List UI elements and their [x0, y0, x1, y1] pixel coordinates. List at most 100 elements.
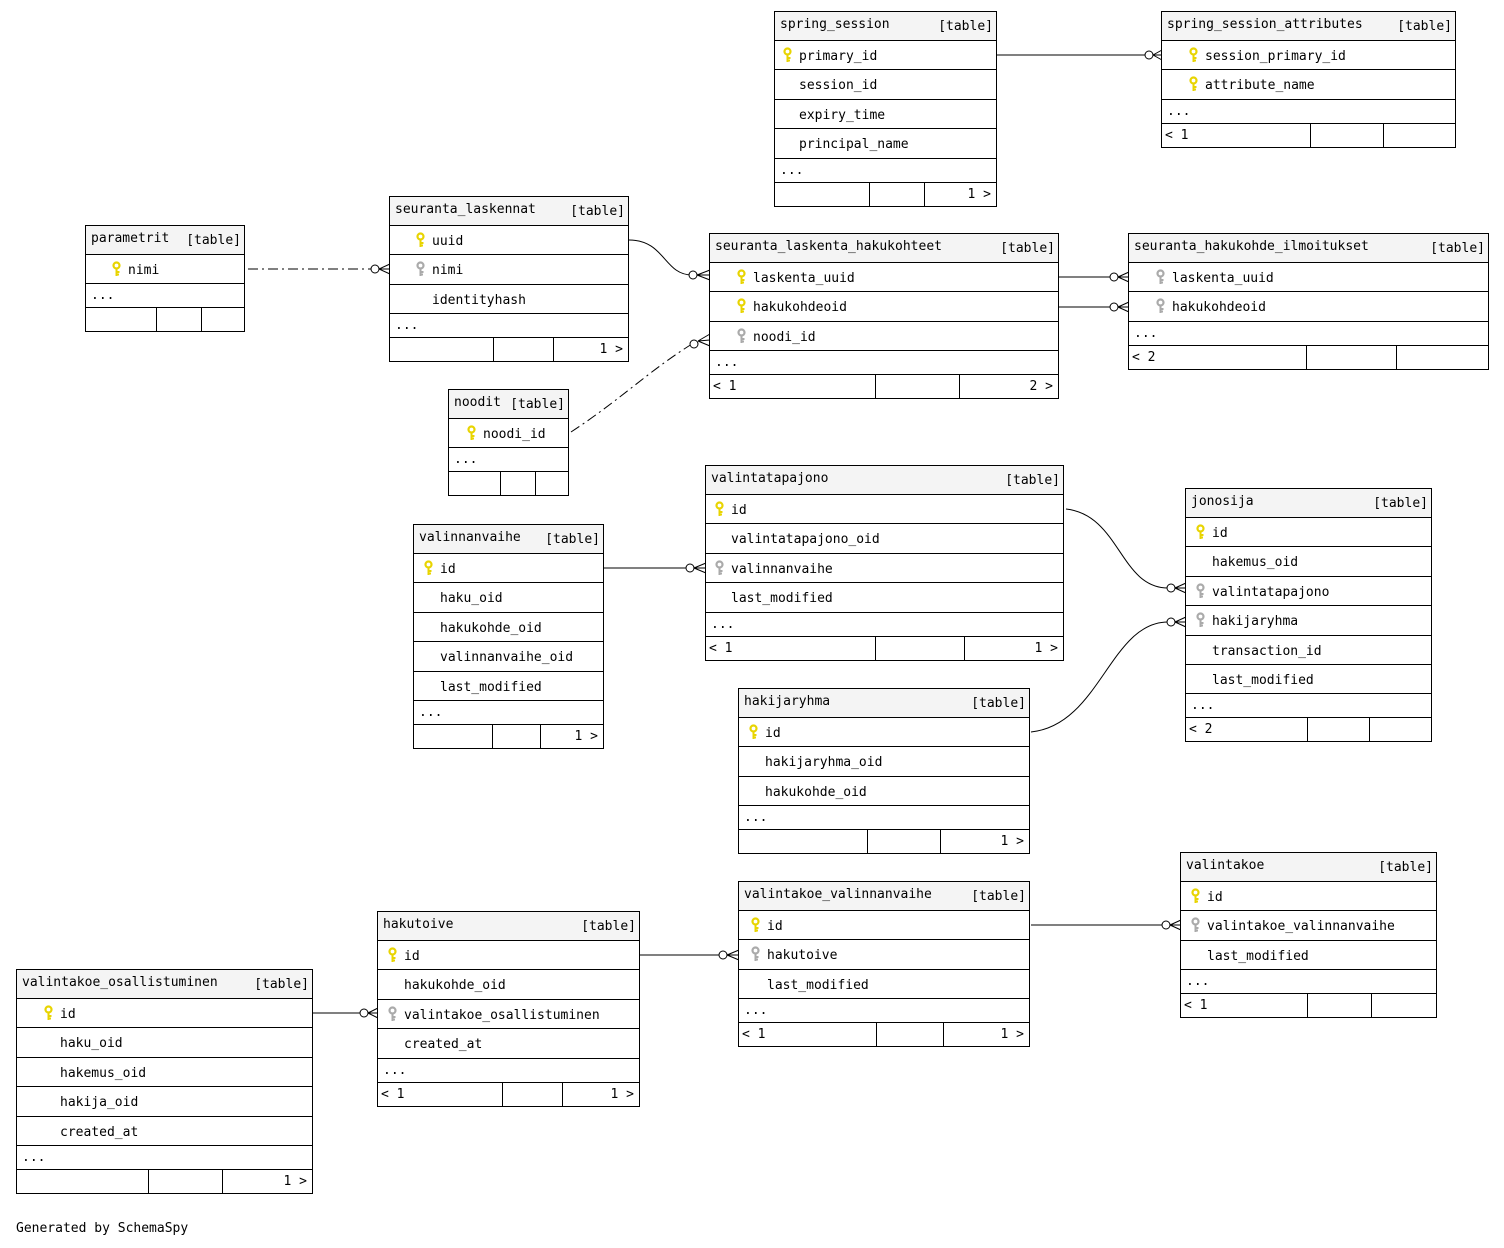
parents-count[interactable]: < 1 [1184, 998, 1208, 1014]
table-column-row[interactable]: noodi_id [449, 419, 568, 449]
table-name[interactable]: valintakoe_valinnanvaihe [744, 887, 932, 902]
table-column-row[interactable]: hakukohdeoid [710, 292, 1058, 322]
table-column-row[interactable]: id [378, 941, 639, 971]
table-column-row[interactable]: laskenta_uuid [1129, 263, 1488, 293]
table-name[interactable]: noodit [454, 395, 501, 410]
table-name[interactable]: seuranta_hakukohde_ilmoitukset [1134, 239, 1369, 254]
table-column-row[interactable]: hakemus_oid [1186, 547, 1431, 577]
table-column-row[interactable]: last_modified [1186, 665, 1431, 695]
table-column-row[interactable]: hakija_oid [17, 1087, 312, 1117]
table-column-row[interactable]: hakukohde_oid [378, 970, 639, 1000]
table-column-row[interactable]: hakukohde_oid [414, 613, 603, 643]
primary-key-icon [1196, 524, 1205, 539]
table-column-row[interactable]: hakemus_oid [17, 1058, 312, 1088]
table-name[interactable]: hakutoive [383, 917, 454, 932]
table-column-row[interactable]: haku_oid [414, 583, 603, 613]
parents-count[interactable]: < 1 [381, 1086, 405, 1102]
table-column-row[interactable]: id [739, 718, 1029, 748]
table-column-row[interactable]: haku_oid [17, 1028, 312, 1058]
table-spring-session-attributes[interactable]: spring_session_attributes[table]session_… [1161, 11, 1456, 148]
table-column-row[interactable]: valinnanvaihe_oid [414, 642, 603, 672]
parents-count[interactable]: < 1 [713, 379, 737, 395]
table-column-row[interactable]: nimi [86, 255, 244, 285]
table-column-row[interactable]: hakukohdeoid [1129, 292, 1488, 322]
parents-count[interactable]: < 2 [1132, 349, 1156, 365]
table-column-row[interactable]: valinnanvaihe [706, 554, 1063, 584]
table-column-row[interactable]: nimi [390, 255, 628, 285]
table-name[interactable]: hakijaryhma [744, 694, 831, 709]
parents-count[interactable]: < 1 [1165, 127, 1189, 143]
table-column-row[interactable]: id [1186, 518, 1431, 548]
table-column-row[interactable]: uuid [390, 226, 628, 256]
table-column-row[interactable]: id [739, 911, 1029, 941]
children-count[interactable]: 1 > [283, 1173, 307, 1189]
parents-count[interactable]: < 1 [709, 640, 733, 656]
table-column-row[interactable]: noodi_id [710, 322, 1058, 352]
children-count[interactable]: 1 > [1000, 834, 1024, 850]
table-column-row[interactable]: session_id [775, 70, 996, 100]
table-column-row[interactable]: hakijaryhma_oid [739, 747, 1029, 777]
table-column-row[interactable]: valintatapajono [1186, 577, 1431, 607]
children-count[interactable]: 2 > [1029, 379, 1053, 395]
table-column-row[interactable]: hakijaryhma [1186, 606, 1431, 636]
children-count[interactable]: 1 > [967, 186, 991, 202]
table-column-row[interactable]: valintakoe_osallistuminen [378, 1000, 639, 1030]
children-count[interactable]: 1 > [574, 728, 598, 744]
table-column-row[interactable]: expiry_time [775, 100, 996, 130]
table-noodit[interactable]: noodit[table]noodi_id... [448, 389, 569, 497]
table-column-row[interactable]: transaction_id [1186, 636, 1431, 665]
parents-count[interactable]: < 2 [1189, 722, 1213, 738]
column-name: hakijaryhma_oid [765, 755, 883, 771]
table-name[interactable]: seuranta_laskenta_hakukohteet [715, 239, 942, 254]
table-column-row[interactable]: last_modified [1181, 941, 1436, 971]
children-count[interactable]: 1 > [1034, 640, 1058, 656]
table-name[interactable]: valintakoe [1186, 858, 1265, 873]
table-column-row[interactable]: last_modified [706, 583, 1063, 613]
primary-key-icon [467, 425, 476, 440]
table-column-row[interactable]: attribute_name [1162, 70, 1455, 100]
table-name[interactable]: seuranta_laskennat [395, 202, 536, 217]
table-column-row[interactable]: hakukohde_oid [739, 777, 1029, 807]
table-column-row[interactable]: valintakoe_valinnanvaihe [1181, 911, 1436, 941]
table-column-row[interactable]: principal_name [775, 129, 996, 159]
table-seuranta-hakukohde-ilmoitukset[interactable]: seuranta_hakukohde_ilmoitukset[table]las… [1128, 233, 1489, 370]
table-name[interactable]: valinnanvaihe [419, 530, 521, 545]
table-column-row[interactable]: created_at [17, 1117, 312, 1146]
table-name[interactable]: jonosija [1191, 494, 1254, 509]
table-name[interactable]: spring_session [780, 17, 890, 32]
table-column-row[interactable]: id [17, 999, 312, 1029]
table-column-row[interactable]: identityhash [390, 285, 628, 315]
table-seuranta-laskenta-hakukohteet[interactable]: seuranta_laskenta_hakukohteet[table]lask… [709, 233, 1059, 400]
children-count[interactable]: 1 > [610, 1086, 634, 1102]
table-column-row[interactable]: id [414, 554, 603, 584]
table-column-row[interactable]: last_modified [739, 970, 1029, 1000]
children-count[interactable]: 1 > [1000, 1027, 1024, 1043]
table-column-row[interactable]: id [1181, 882, 1436, 912]
table-column-row[interactable]: session_primary_id [1162, 41, 1455, 71]
table-name[interactable]: valintakoe_osallistuminen [22, 975, 218, 990]
table-header: valintakoe[table] [1181, 853, 1436, 882]
table-parametrit[interactable]: parametrit[table]nimi... [85, 225, 245, 333]
children-count[interactable]: 1 > [599, 342, 623, 358]
table-column-row[interactable]: primary_id [775, 41, 996, 71]
table-column-row[interactable]: laskenta_uuid [710, 263, 1058, 293]
table-name[interactable]: spring_session_attributes [1167, 17, 1363, 32]
table-column-row[interactable]: valintatapajono_oid [706, 524, 1063, 554]
table-column-row[interactable]: created_at [378, 1029, 639, 1059]
table-name[interactable]: valintatapajono [711, 471, 829, 486]
table-column-row[interactable]: id [706, 495, 1063, 525]
table-name[interactable]: parametrit [91, 231, 170, 246]
table-column-row[interactable]: hakutoive [739, 940, 1029, 970]
parents-count[interactable]: < 1 [742, 1027, 766, 1043]
table-column-row[interactable]: last_modified [414, 672, 603, 701]
